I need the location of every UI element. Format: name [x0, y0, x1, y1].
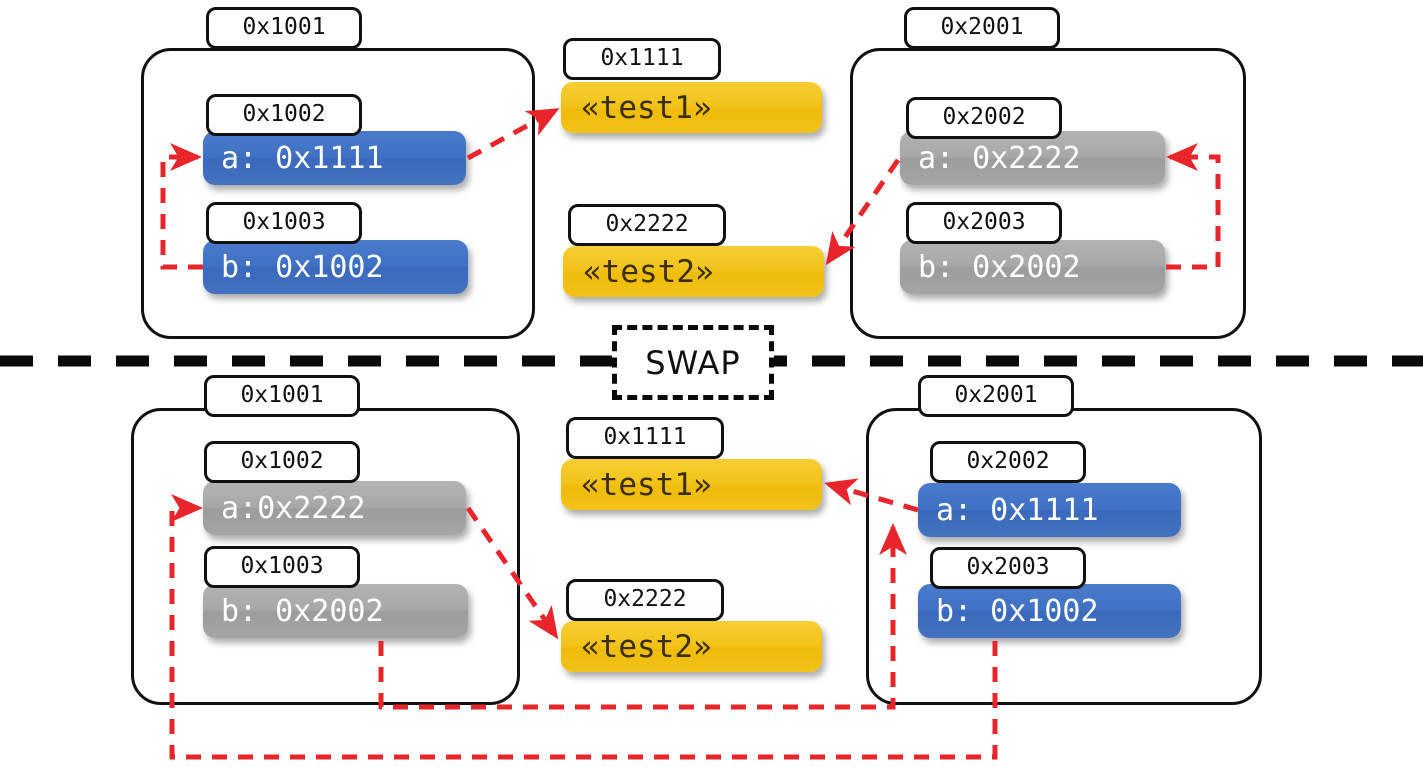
cell-before-left-slot-0: a: 0x1111: [203, 131, 466, 185]
addr-after-right-slot-1: 0x2003: [930, 547, 1086, 589]
addr-after-heap-0: 0x1111: [566, 417, 724, 459]
addr-before-left-slot-1: 0x1003: [206, 202, 362, 244]
addr-after-right-region: 0x2001: [918, 375, 1074, 417]
addr-after-left-slot-1: 0x1003: [204, 546, 360, 588]
cell-before-left-slot-1: b: 0x1002: [203, 240, 468, 294]
cell-after-left-slot-0: a:0x2222: [203, 481, 466, 535]
region-before-right: [850, 48, 1246, 339]
addr-after-right-slot-0: 0x2002: [930, 441, 1086, 483]
cell-after-heap-0: «test1»: [561, 459, 822, 510]
cell-after-right-slot-0: a: 0x1111: [918, 483, 1181, 537]
region-before-left: [141, 48, 535, 339]
cell-before-heap-1: «test2»: [563, 246, 824, 297]
cell-after-right-slot-1: b: 0x1002: [918, 584, 1181, 638]
addr-before-right-region: 0x2001: [904, 7, 1060, 49]
addr-before-right-slot-1: 0x2003: [906, 202, 1062, 244]
addr-before-heap-0: 0x1111: [563, 38, 721, 80]
cell-before-right-slot-1: b: 0x2002: [900, 240, 1165, 294]
addr-after-left-slot-0: 0x1002: [204, 441, 360, 483]
cell-before-right-slot-0: a: 0x2222: [900, 131, 1165, 185]
addr-after-left-region: 0x1001: [204, 375, 360, 417]
addr-before-right-slot-0: 0x2002: [906, 97, 1062, 139]
addr-before-left-slot-0: 0x1002: [206, 94, 362, 136]
cell-after-heap-1: «test2»: [561, 621, 822, 672]
cell-before-heap-0: «test1»: [561, 82, 822, 133]
swap-label: SWAP: [645, 343, 741, 382]
addr-after-heap-1: 0x2222: [566, 579, 724, 621]
swap-label-box: SWAP: [612, 325, 774, 400]
addr-before-left-region: 0x1001: [206, 7, 362, 49]
addr-before-heap-1: 0x2222: [568, 204, 726, 246]
cell-after-left-slot-1: b: 0x2002: [203, 584, 468, 638]
